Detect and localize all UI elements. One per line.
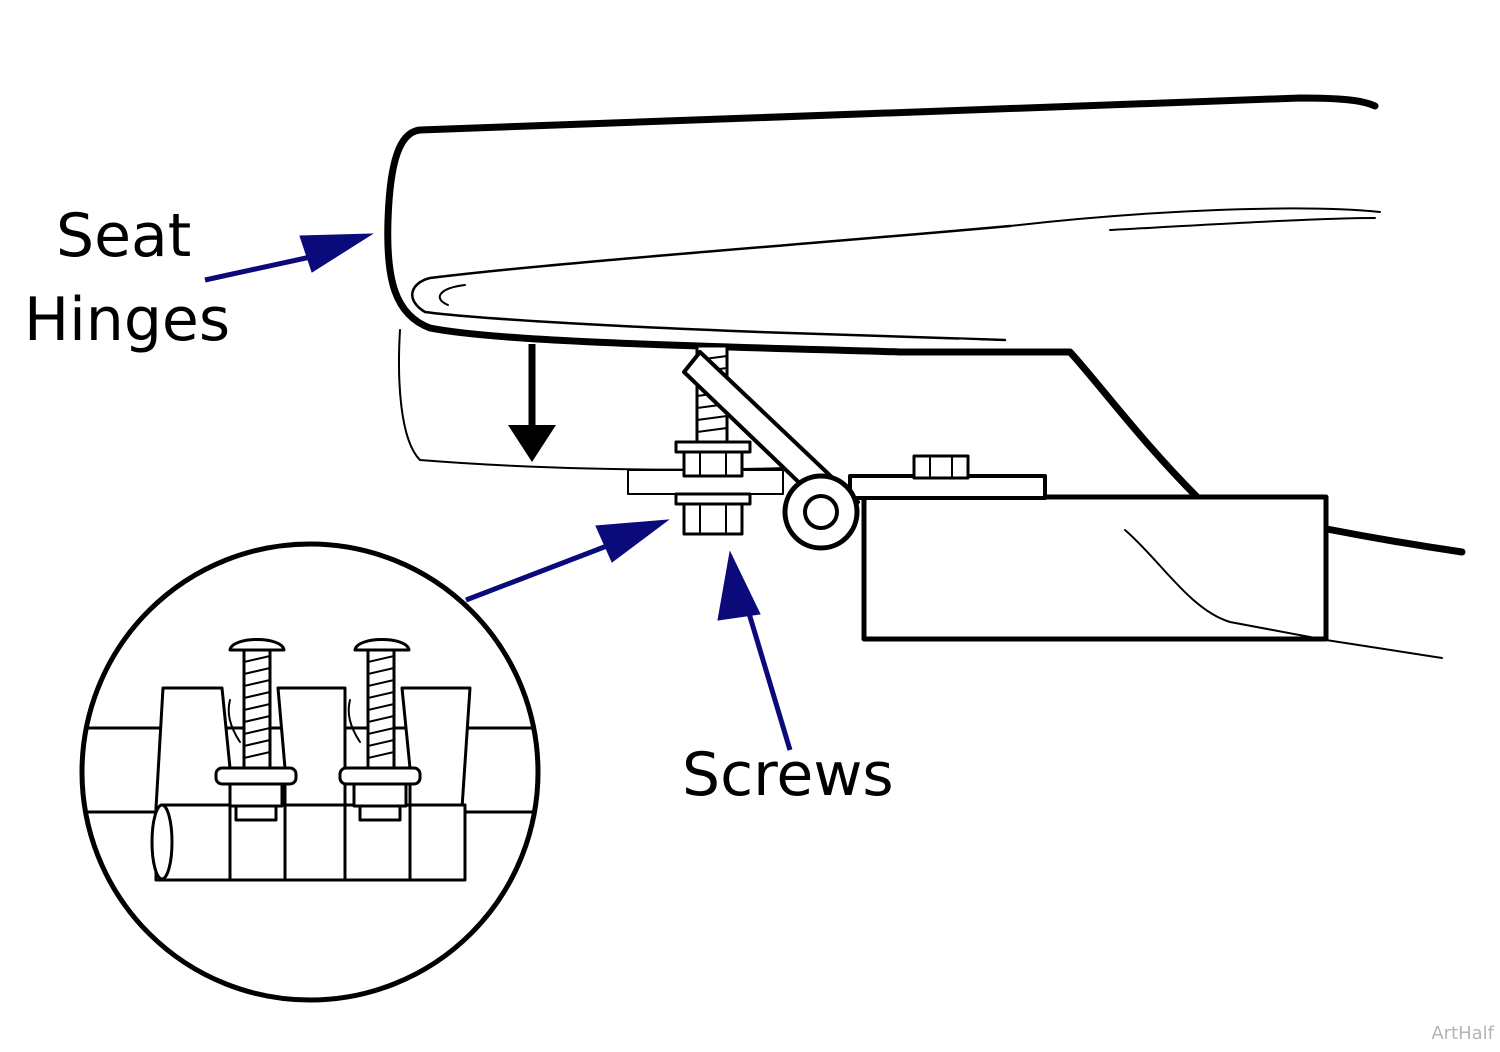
hinges-label: Hinges xyxy=(24,285,231,355)
detail-circle xyxy=(79,541,541,1003)
callout-arrow-icon xyxy=(204,233,374,283)
callout-arrow-icon xyxy=(465,519,670,603)
seat-label: Seat xyxy=(56,201,192,271)
watermark: ArtHalf xyxy=(1431,1023,1494,1044)
screws-label: Screws xyxy=(682,740,894,810)
arrow-down-icon xyxy=(508,344,556,462)
callout-arrow-icon xyxy=(717,550,793,751)
callout-arrows xyxy=(204,233,793,751)
hinge-assembly xyxy=(627,344,1443,659)
